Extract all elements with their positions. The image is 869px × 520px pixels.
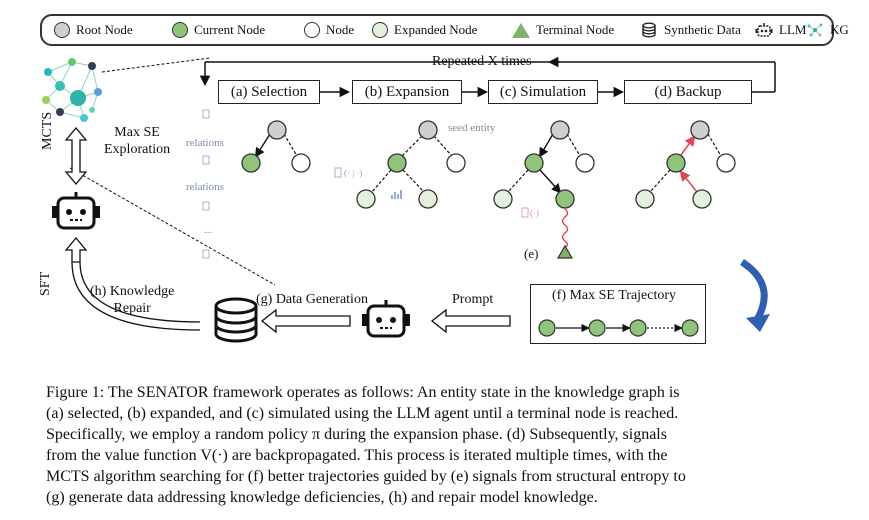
node-icon — [304, 22, 320, 38]
ellipsis-label: ... — [204, 224, 213, 236]
prompt-arrow — [430, 308, 511, 334]
kg-connector-top — [101, 57, 211, 73]
figure-caption: Figure 1: The SENATOR framework operates… — [46, 382, 826, 508]
level-1-marker — [202, 155, 210, 165]
legend-llm-label: LLM — [779, 22, 807, 37]
caption-line-4: from the value function V(·) are backpro… — [46, 447, 668, 464]
stage-simulation-box: (c) Simulation — [488, 80, 598, 104]
stage-expansion-box: (b) Expansion — [352, 80, 462, 104]
knowledge-repair-label: (h) Knowledge Repair — [90, 284, 175, 316]
root-node-icon — [54, 22, 70, 38]
seed-entity-label: seed entity — [448, 122, 496, 134]
current-node-icon — [172, 22, 188, 38]
legend-root-node-label: Root Node — [76, 22, 133, 37]
left-robot-icon — [52, 192, 100, 230]
legend-kg: KG — [806, 22, 849, 38]
e-label: (e) — [524, 246, 539, 261]
mcts-double-arrow — [64, 126, 88, 186]
svg-text:(·): (·) — [530, 208, 539, 218]
synthetic-data-database-icon — [214, 297, 258, 343]
expanded-node-icon — [372, 22, 388, 38]
legend-current-node-label: Current Node — [194, 22, 266, 37]
knowledge-graph-icon — [806, 22, 824, 38]
legend-terminal-node-label: Terminal Node — [536, 22, 615, 37]
data-generation-label: (g) Data Generation — [256, 292, 368, 307]
legend-node-label: Node — [326, 22, 355, 37]
bottom-robot-icon — [362, 300, 410, 338]
legend-kg-label: KG — [830, 22, 849, 37]
data-generation-arrow — [260, 308, 351, 334]
trajectory-title: (f) Max SE Trajectory — [552, 288, 677, 303]
max-se-exploration-label: Max SE Exploration — [104, 125, 171, 157]
relations-label-2: relations — [186, 181, 224, 193]
legend: Root Node Current Node Node Expanded Nod… — [40, 14, 849, 46]
legend-node: Node — [304, 22, 354, 38]
relations-label-1: relations — [186, 137, 224, 149]
tree-expansion: (· | ·) — [334, 120, 466, 209]
caption-line-1: Figure 1: The SENATOR framework operates… — [46, 384, 680, 401]
legend-expanded-node-label: Expanded Node — [394, 22, 478, 37]
legend-llm: LLM — [755, 22, 806, 38]
sft-label: SFT — [38, 271, 53, 296]
level-2-marker — [202, 201, 210, 211]
trajectory-box — [530, 284, 706, 344]
tree-backup — [635, 120, 736, 209]
tree-selection — [241, 120, 311, 173]
mcts-label: MCTS — [40, 111, 55, 150]
stage-backup-box: (d) Backup — [624, 80, 752, 104]
kg-connector-bottom — [69, 167, 276, 286]
tree-simulation: (·) — [493, 120, 595, 259]
level-n-marker — [202, 249, 210, 259]
legend-synthetic-data: Synthetic Data — [640, 22, 741, 38]
legend-synthetic-data-label: Synthetic Data — [664, 22, 741, 37]
legend-terminal-node: Terminal Node — [512, 22, 614, 38]
sft-up-arrow — [64, 236, 201, 331]
robot-icon — [755, 22, 773, 38]
trajectory-blue-arrow — [740, 259, 770, 332]
trajectory-chain — [538, 319, 699, 337]
knowledge-graph-graphic — [42, 58, 102, 122]
terminal-node-icon — [512, 22, 530, 38]
framework-diagram: (· | ·) (·) — [42, 56, 776, 343]
legend-expanded-node: Expanded Node — [372, 22, 477, 38]
caption-line-3: Specifically, we employ a random policy … — [46, 426, 667, 443]
repeat-loop-arrow — [199, 56, 776, 93]
svg-text:(· | ·): (· | ·) — [344, 168, 362, 178]
prompt-label: Prompt — [452, 292, 494, 307]
caption-line-5: MCTS algorithm searching for (f) better … — [46, 468, 686, 485]
stage-selection-box: (a) Selection — [218, 80, 320, 104]
caption-line-2: (a) selected, (b) expanded, and (c) simu… — [46, 405, 679, 422]
caption-line-6: (g) generate data addressing knowledge d… — [46, 489, 598, 506]
level-0-marker — [202, 109, 210, 119]
legend-root-node: Root Node — [54, 22, 133, 38]
legend-current-node: Current Node — [172, 22, 265, 38]
repeat-label: Repeated X times — [432, 54, 532, 69]
database-icon — [640, 22, 658, 38]
